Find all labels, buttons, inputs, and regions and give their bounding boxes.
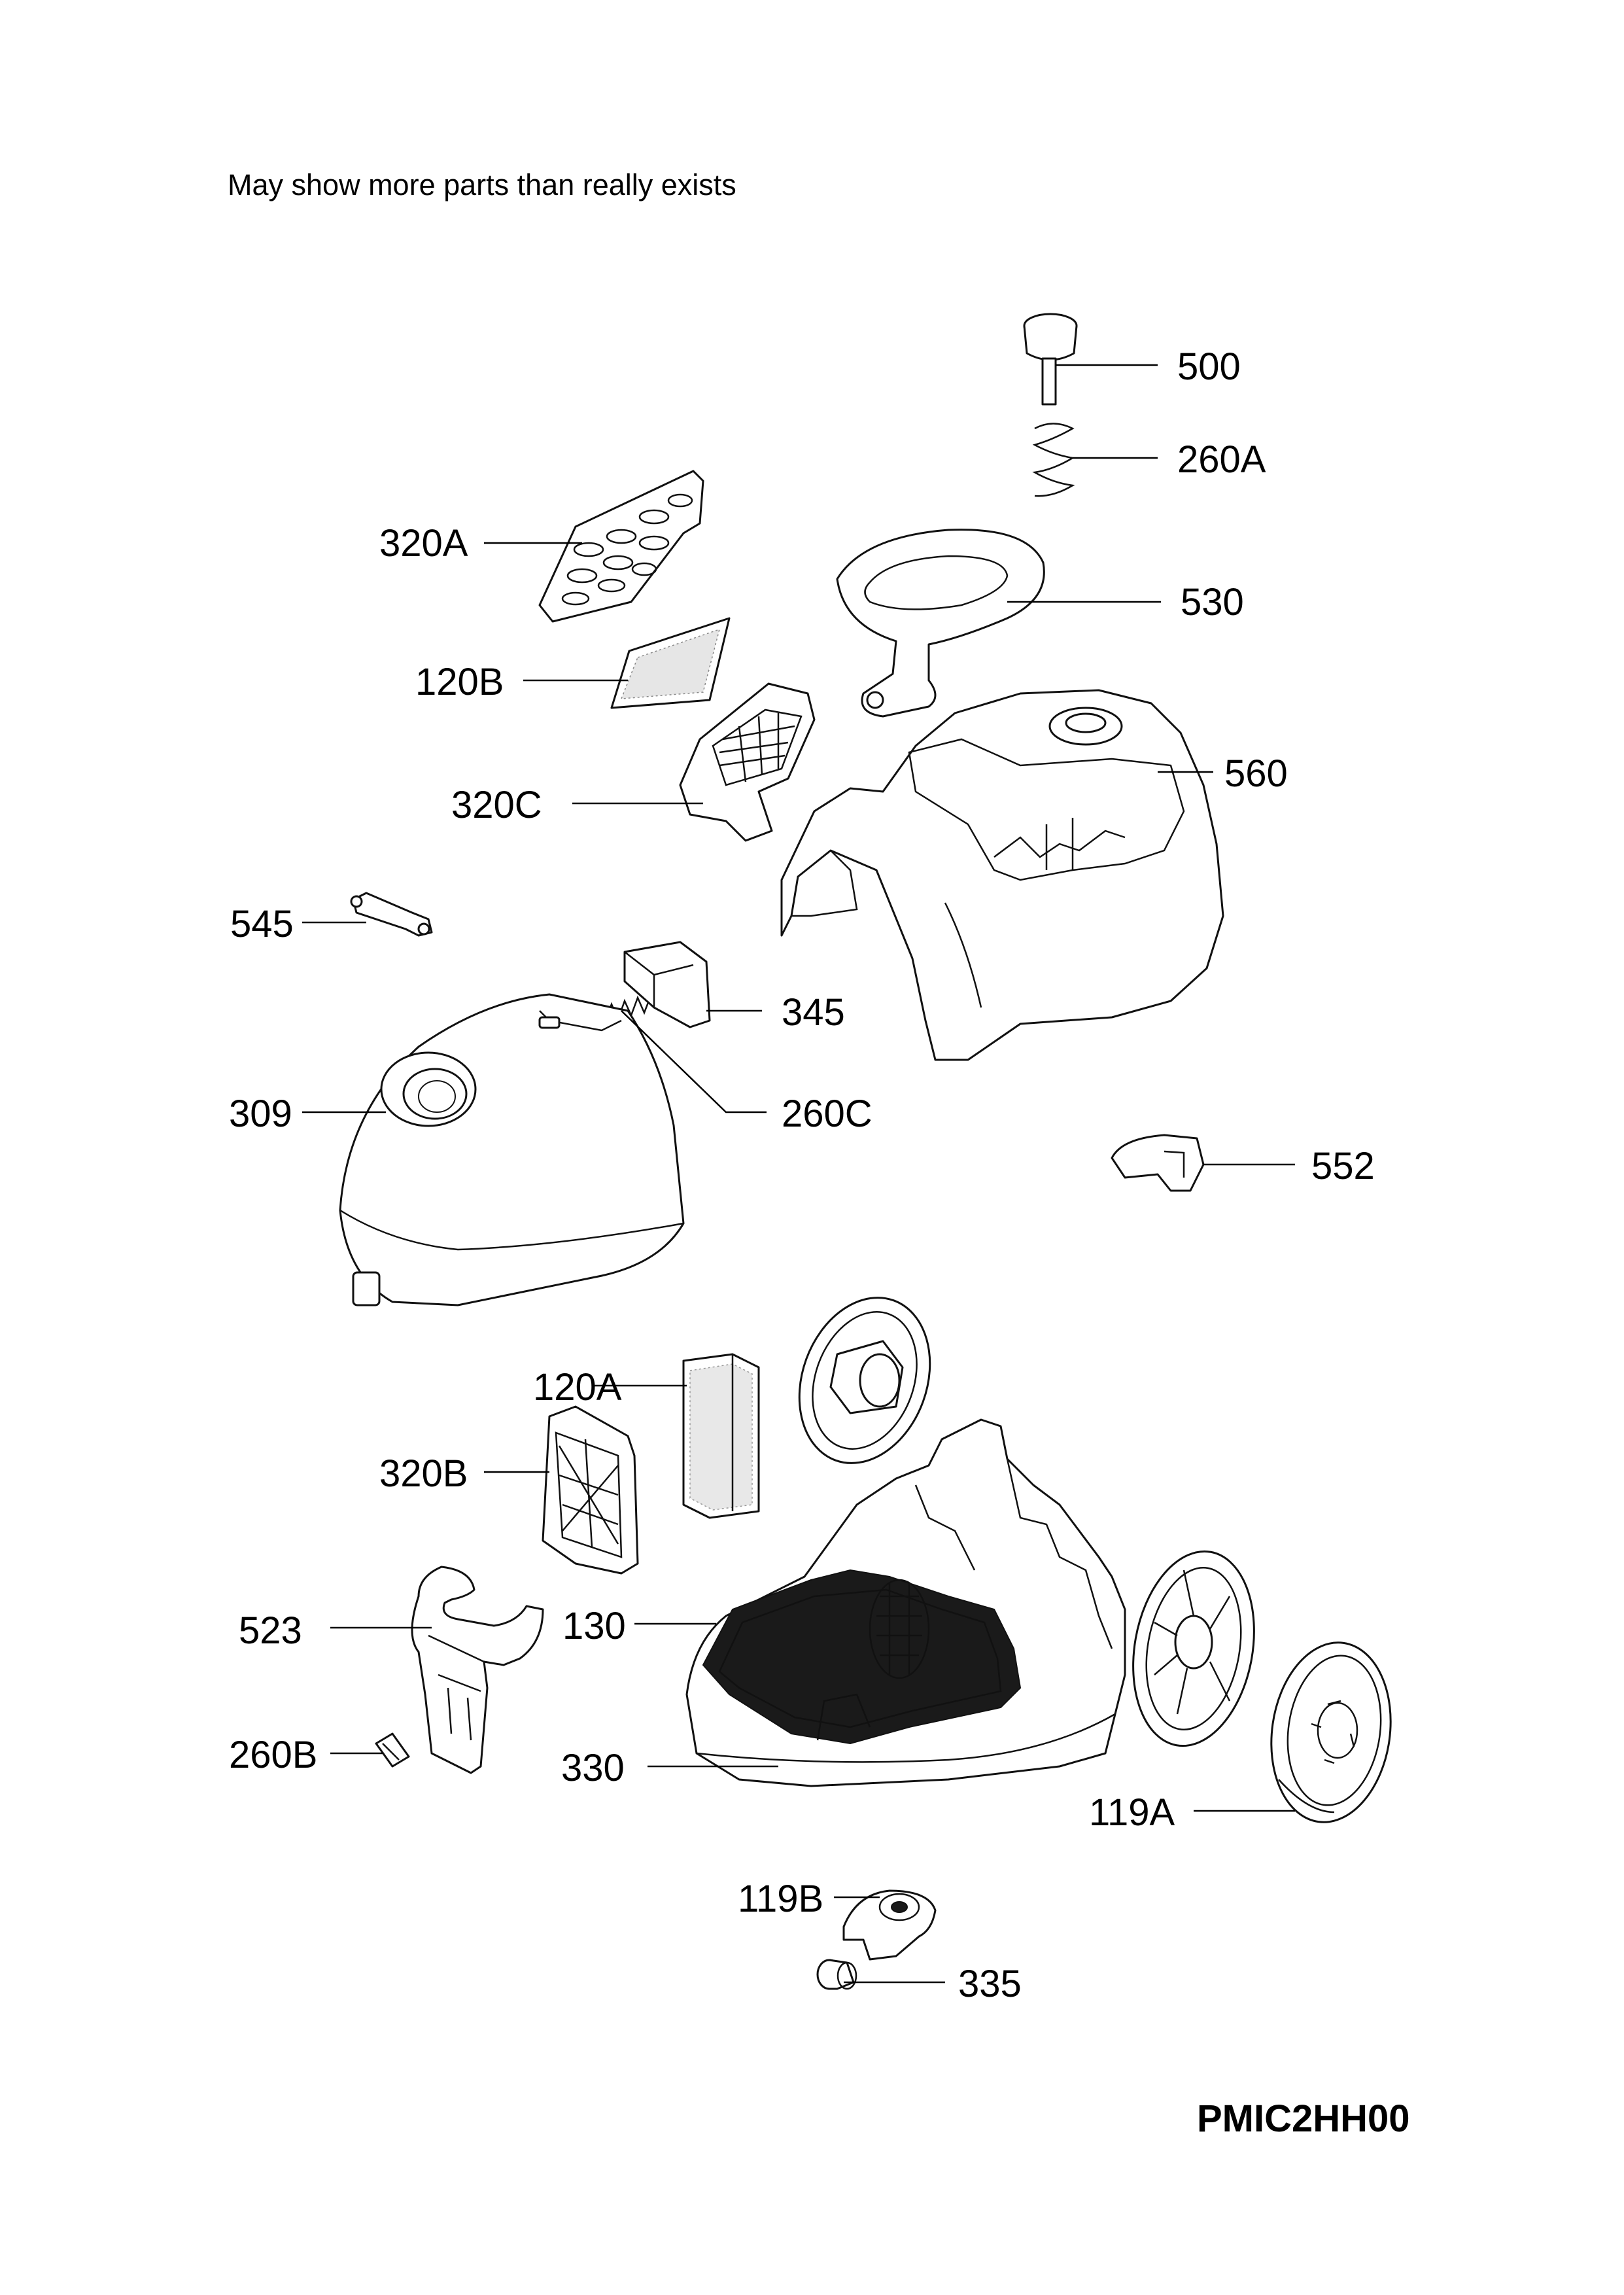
label-560: 560 [1224, 752, 1288, 795]
part-560-hood [780, 689, 1224, 1061]
part-320B-filter-frame [542, 1405, 639, 1575]
label-330: 330 [561, 1747, 625, 1789]
part-523-hose-holder [411, 1566, 544, 1774]
label-545: 545 [230, 903, 294, 945]
label-320B: 320B [379, 1452, 468, 1495]
part-330-chassis [685, 1418, 1126, 1787]
part-119B-bracket [842, 1889, 937, 1961]
part-545-latch [350, 892, 433, 937]
part-320A-grille [538, 470, 704, 623]
label-335: 335 [958, 1963, 1022, 2005]
label-523: 523 [239, 1609, 302, 1652]
label-120A: 120A [533, 1366, 622, 1409]
label-119B: 119B [738, 1878, 823, 1920]
label-120B: 120B [415, 661, 504, 703]
part-120A-filter [682, 1353, 760, 1519]
part-309-front-cover [339, 993, 685, 1306]
disclaimer-note: May show more parts than really exists [228, 168, 736, 201]
part-335-roller [816, 1959, 857, 1990]
label-552: 552 [1311, 1145, 1375, 1187]
label-320A: 320A [379, 522, 468, 565]
label-309: 309 [229, 1093, 292, 1135]
part-260B-clip [375, 1732, 410, 1768]
part-wheel-disc [798, 1297, 931, 1464]
part-345-button-cover [623, 941, 711, 1028]
label-119A: 119A [1089, 1791, 1175, 1834]
part-500-knob [1023, 313, 1078, 406]
part-260A-spring [1032, 423, 1075, 497]
diagram-code: PMIC2HH00 [1197, 2097, 1410, 2140]
label-260A: 260A [1177, 438, 1266, 481]
part-530-handle [836, 529, 1045, 718]
label-500: 500 [1177, 345, 1241, 388]
part-320C-grille-holder [679, 682, 816, 842]
label-130: 130 [562, 1605, 626, 1647]
label-320C: 320C [451, 784, 542, 826]
part-120B-filter [610, 617, 731, 709]
label-530: 530 [1181, 581, 1244, 623]
label-260B: 260B [229, 1734, 317, 1776]
part-rear-wheel-attached [1132, 1550, 1255, 1747]
label-260C: 260C [782, 1093, 872, 1135]
label-345: 345 [782, 991, 845, 1034]
part-552-cap [1111, 1134, 1205, 1192]
part-119A-wheel [1270, 1641, 1392, 1823]
